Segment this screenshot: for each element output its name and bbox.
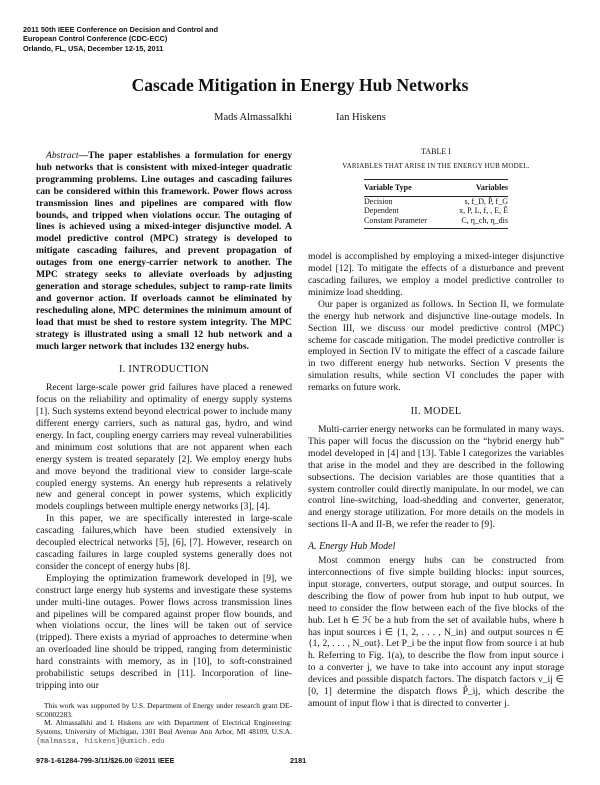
- left-column: Abstract—The paper establishes a formula…: [36, 146, 292, 746]
- section-heading: II. MODEL: [410, 406, 462, 418]
- table-row: Decision s, f_D, P̂, f_G: [364, 196, 508, 206]
- cell: C, η_ch, η_dis: [445, 215, 508, 230]
- paragraph: Most common energy hubs can be construct…: [308, 555, 564, 709]
- authors: Mads Almassalkhi Ian Hiskens: [0, 112, 600, 123]
- cell: Decision: [364, 196, 393, 206]
- page-body: Abstract—The paper establishes a formula…: [36, 146, 564, 785]
- footnotes: This work was supported by U.S. Departme…: [36, 692, 292, 747]
- right-column: TABLE I VARIABLES THAT ARISE IN THE ENER…: [308, 146, 564, 746]
- subsection-heading: A. Energy Hub Model: [308, 541, 396, 553]
- paragraph: Employing the optimization framework dev…: [36, 572, 292, 691]
- footnote: This work was supported by U.S. Departme…: [36, 700, 292, 719]
- header-line: Orlando, FL, USA, December 12-15, 2011: [23, 43, 164, 53]
- table-caption: VARIABLES THAT ARISE IN THE ENERGY HUB M…: [342, 161, 530, 170]
- cell: Dependent: [364, 206, 399, 216]
- footer-isbn: 978-1-61284-799-3/11/$26.00 ©2011 IEEE: [36, 756, 175, 766]
- page-footer: 978-1-61284-799-3/11/$26.00 ©2011 IEEE 2…: [36, 756, 564, 785]
- table-label: TABLE I: [421, 147, 451, 156]
- paragraph: Multi-carrier energy networks can be for…: [308, 424, 564, 531]
- footnote: M. Almassalkhi and I. Hiskens are with D…: [36, 719, 292, 746]
- cell: s, f_D, P̂, f_G: [464, 196, 508, 206]
- page-number: 2181: [290, 756, 307, 766]
- paragraph: Recent large-scale power grid failures h…: [36, 382, 292, 513]
- author: Mads Almassalkhi: [214, 112, 292, 123]
- header-line: 2011 50th IEEE Conference on Decision an…: [23, 25, 219, 34]
- cell: Constant Parameter: [364, 215, 445, 230]
- two-columns: Abstract—The paper establishes a formula…: [36, 146, 564, 746]
- paragraph: Our paper is organized as follows. In Se…: [308, 298, 564, 394]
- table-1: TABLE I VARIABLES THAT ARISE IN THE ENER…: [308, 146, 564, 230]
- conference-header: 2011 50th IEEE Conference on Decision an…: [23, 25, 218, 53]
- author: Ian Hiskens: [336, 112, 386, 123]
- abstract: Abstract—The paper establishes a formula…: [36, 150, 292, 352]
- cell: x, P, L, f, , E, Ê: [459, 206, 508, 216]
- paper-title: Cascade Mitigation in Energy Hub Network…: [131, 75, 469, 95]
- section-heading: I. INTRODUCTION: [119, 364, 209, 376]
- table-header: Variables: [445, 178, 508, 197]
- footnote-text: M. Almassalkhi and I. Hiskens are with D…: [36, 718, 292, 736]
- abstract-text: —The paper establishes a formulation for…: [36, 150, 292, 352]
- header-line: European Control Conference (CDC-ECC): [23, 34, 168, 44]
- abstract-label: Abstract: [46, 150, 79, 161]
- paragraph: In this paper, we are specifically inter…: [36, 513, 292, 572]
- table-header: Variable Type: [364, 178, 445, 197]
- table-row: Dependent x, P, L, f, , E, Ê: [364, 206, 508, 216]
- paragraph: model is accomplished by employing a mix…: [308, 251, 564, 298]
- email[interactable]: {malmassa, hiskens}@umich.edu: [36, 737, 165, 746]
